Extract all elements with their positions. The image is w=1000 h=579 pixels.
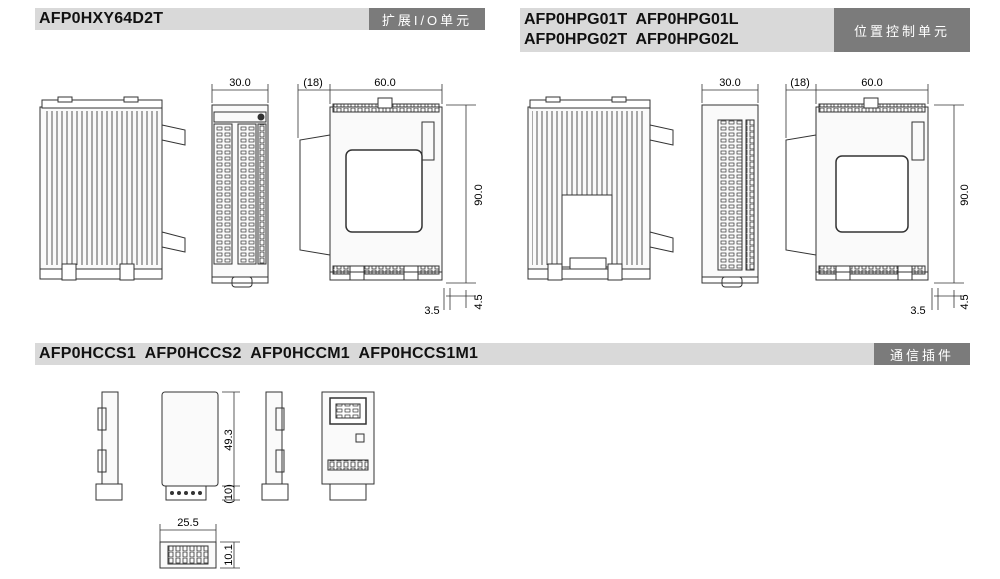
s1-offset-label: (18): [303, 77, 323, 89]
s2-width-dim: [701, 84, 759, 103]
s3-width-label: 25.5: [177, 517, 198, 529]
s3-depth-label: 10.1: [223, 544, 235, 565]
s1-depth-label: 60.0: [374, 77, 395, 89]
section1-tag: 扩展I/O单元: [369, 8, 485, 30]
s2-rear-view: [785, 97, 929, 281]
section3-header: AFP0HCCS1 AFP0HCCS2 AFP0HCCM1 AFP0HCCS1M…: [35, 343, 970, 365]
s2-depth-dims: [785, 84, 964, 310]
s1-height-label: 90.0: [473, 184, 485, 205]
section3-title: AFP0HCCS1 AFP0HCCS2 AFP0HCCM1 AFP0HCCS1M…: [35, 343, 874, 365]
s1-bottom-label: 4.5: [473, 294, 485, 309]
s3-front-view: [161, 391, 219, 501]
section3-tag: 通信插件: [874, 343, 970, 365]
s1-front-view: [211, 104, 269, 288]
s1-width-dim: [211, 84, 269, 103]
s1-width-label: 30.0: [229, 77, 250, 89]
s3-bottom-dims: [159, 524, 240, 569]
section2-title-line2: AFP0HPG02T AFP0HPG02L: [524, 31, 739, 48]
s2-side-view: [527, 96, 674, 281]
s3-rear-view: [321, 391, 375, 501]
section2-tag: 位置控制单元: [834, 8, 970, 52]
section2-title-line1: AFP0HPG01T AFP0HPG01L: [524, 11, 739, 28]
section2-header: AFP0HPG01T AFP0HPG01L AFP0HPG02T AFP0HPG…: [520, 8, 970, 52]
s2-height-label: 90.0: [959, 184, 971, 205]
s2-offset-label: (18): [790, 77, 810, 89]
section1-title: AFP0HXY64D2T: [35, 8, 369, 30]
s3-height-label: 49.3: [223, 429, 235, 450]
s3-bottom-view: [159, 541, 217, 569]
section1-header: AFP0HXY64D2T 扩展I/O单元: [35, 8, 485, 30]
s3-side-view-right: [261, 391, 289, 501]
s2-depth-label: 60.0: [861, 77, 882, 89]
s3-extra-label: (10): [223, 484, 235, 504]
s1-rear-view: [299, 97, 443, 281]
s1-side-view: [39, 96, 186, 281]
s2-front-view: [701, 104, 759, 288]
s2-width-label: 30.0: [719, 77, 740, 89]
s3-side-view-left: [95, 391, 123, 501]
s3-height-dims: [222, 391, 240, 501]
s1-depth-dims: [297, 84, 476, 310]
s1-foot-label: 3.5: [424, 305, 439, 317]
s2-foot-label: 3.5: [910, 305, 925, 317]
s2-bottom-label: 4.5: [959, 294, 971, 309]
